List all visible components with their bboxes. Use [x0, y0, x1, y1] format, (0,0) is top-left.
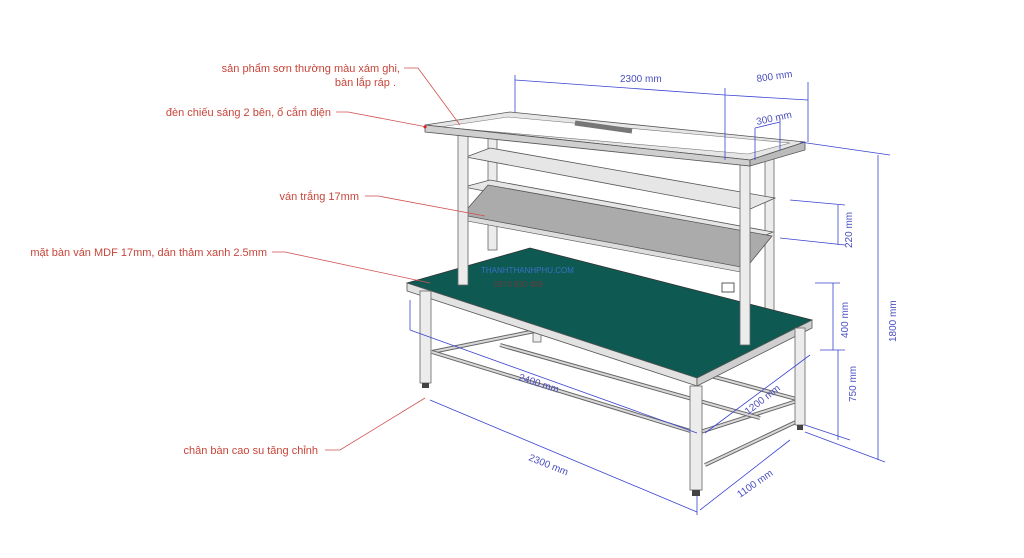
power-outlet-icon [721, 282, 735, 293]
callout-feet: chân bàn cao su tăng chỉnh [183, 445, 318, 457]
shelves [461, 147, 777, 274]
tabletop [405, 247, 814, 387]
dim-total-height: 1800 mm [888, 300, 899, 342]
dim-base-length: 2300 mm [527, 453, 570, 479]
dim-base-depth: 1100 mm [735, 468, 775, 501]
callouts [272, 67, 486, 451]
dim-shelf-depth: 300 mm [755, 110, 793, 128]
callout-paint-line1: sản phẩm sơn thường màu xám ghi, [222, 63, 400, 75]
watermark-phone: 0974 820 409 [494, 280, 543, 289]
callout-shelf: ván trắng 17mm [280, 190, 359, 203]
dimension-lines [409, 75, 891, 515]
dim-top-length: 2300 mm [620, 74, 662, 85]
legs [419, 290, 806, 496]
dim-table-height: 750 mm [848, 366, 859, 402]
dim-shelf-spacing: 220 mm [844, 212, 855, 248]
rack-frame [424, 111, 806, 346]
callout-lighting: đèn chiếu sáng 2 bên, ổ cắm điện [166, 106, 331, 119]
dim-shelf-height: 400 mm [840, 302, 851, 338]
callout-tabletop: mặt bàn ván MDF 17mm, dán thảm xanh 2.5m… [30, 247, 267, 259]
callout-paint-line2: bàn lắp ráp . [335, 76, 396, 89]
watermark-site: THANHTHANHPHU.COM [481, 266, 574, 275]
dim-top-depth: 800 mm [756, 69, 793, 85]
